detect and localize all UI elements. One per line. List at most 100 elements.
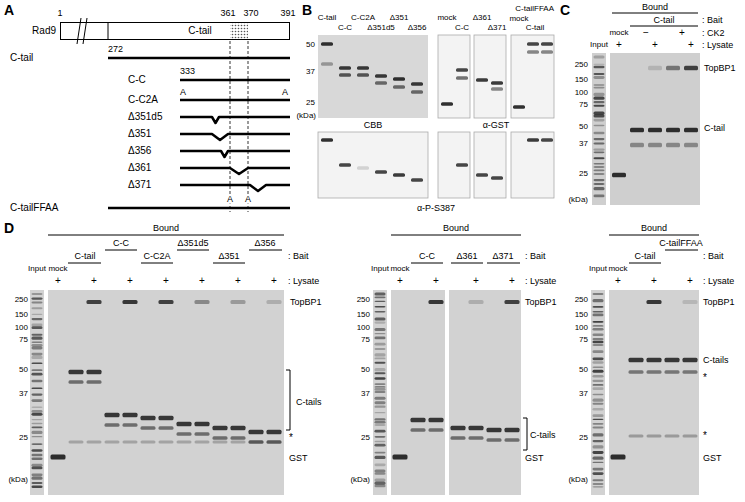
gel-band [339,163,351,167]
gel-band [487,428,502,433]
gel-band [375,348,386,350]
gel-band [593,414,604,417]
domain-divider [108,22,109,40]
figure-label: 391 [280,9,295,18]
gel-panel [610,53,700,205]
gel-band [141,441,156,444]
gel-band [375,321,386,323]
figure-label: : CK2 [702,29,725,38]
figure-label: + [91,276,97,286]
gel-band [593,375,604,377]
gel-band [32,413,43,416]
gel-band [213,426,228,431]
figure-label: + [679,28,685,38]
figure-label: 150 [15,311,28,319]
figure-label: : Bait [703,252,724,261]
gel-band [375,368,386,371]
gel-band [32,477,43,480]
figure-label: C-tails [703,356,729,365]
construct-bar [180,185,290,191]
gel-band [476,173,488,177]
figure-label: Input [28,265,46,273]
protein-bar: Rad9C-tail [60,22,290,40]
construct-bar [180,99,290,102]
figure-label: 150 [357,311,370,319]
gel-band [141,426,156,430]
gel-band [593,472,604,475]
gel-band [32,423,43,424]
gel-band [32,334,43,336]
figure-label: Bound [641,224,667,233]
gel-band [32,419,43,420]
figure-label: Δ356 [408,24,427,32]
gel-band [527,50,539,54]
gel-band [105,423,120,427]
figure-label: + [199,276,205,286]
gel-band [321,138,333,142]
gel-band [375,469,386,472]
figure-label: Δ361 [473,14,492,22]
gel-band [594,97,605,100]
gel-band [594,169,605,171]
figure-label: C-tail [10,53,33,63]
figure-label: C-C2A [128,95,158,105]
figure-label: 37 [361,390,370,398]
gel-band [491,87,503,91]
motif-hatch [230,22,248,40]
panel-letter: B [302,3,312,17]
gel-band [594,87,605,89]
figure-label: * [289,433,293,443]
gel-band [321,62,333,66]
figure-label: + [433,276,439,286]
gel-band [177,432,192,436]
gel-band [648,143,662,148]
gel-band [267,430,282,435]
figure-label: 250 [575,296,588,304]
gel-band [69,370,84,375]
gel-lane [30,290,44,495]
gel-band [32,443,43,444]
gel-band [375,333,386,334]
figure-label: + [127,276,133,286]
gel-band [593,445,604,448]
figure-label: C-tail [526,24,545,32]
gel-band [32,293,43,295]
gel-band [469,426,484,431]
figure-label: : Lysate [525,277,556,286]
gel-band [32,410,43,413]
domain-label: C-tail [188,26,211,36]
blot-strip [511,132,554,198]
gel-band [375,383,386,385]
figure-label: 100 [575,89,588,97]
gel-band [321,42,333,46]
figure-label: A [244,195,252,204]
gel-band [666,143,680,148]
gel-band [593,344,604,345]
gel-band [647,300,662,304]
figure-label: + [509,276,515,286]
gel-panel [391,290,445,495]
figure-label: Bound [443,224,469,233]
figure-label: TopBP1 [704,64,736,73]
figure-label: A [226,195,234,204]
figure-label: : Bait [702,16,723,25]
gel-band [593,462,604,463]
gel-band [375,484,386,487]
rule-line [612,13,698,14]
figure-label: Δ351 [390,14,409,22]
gel-band [339,66,351,70]
gel-band [375,401,386,404]
gel-band [593,426,604,428]
figure-label: + [616,40,622,50]
figure-label: mock [390,265,409,273]
gel-band [593,403,604,405]
figure-label: GST [525,454,544,463]
figure-label: GST [703,454,722,463]
gel-band [593,367,604,368]
construct-bar [180,134,290,140]
gel-band [375,444,386,447]
gel-band [476,78,488,82]
figure-label: C-tail [74,252,95,261]
